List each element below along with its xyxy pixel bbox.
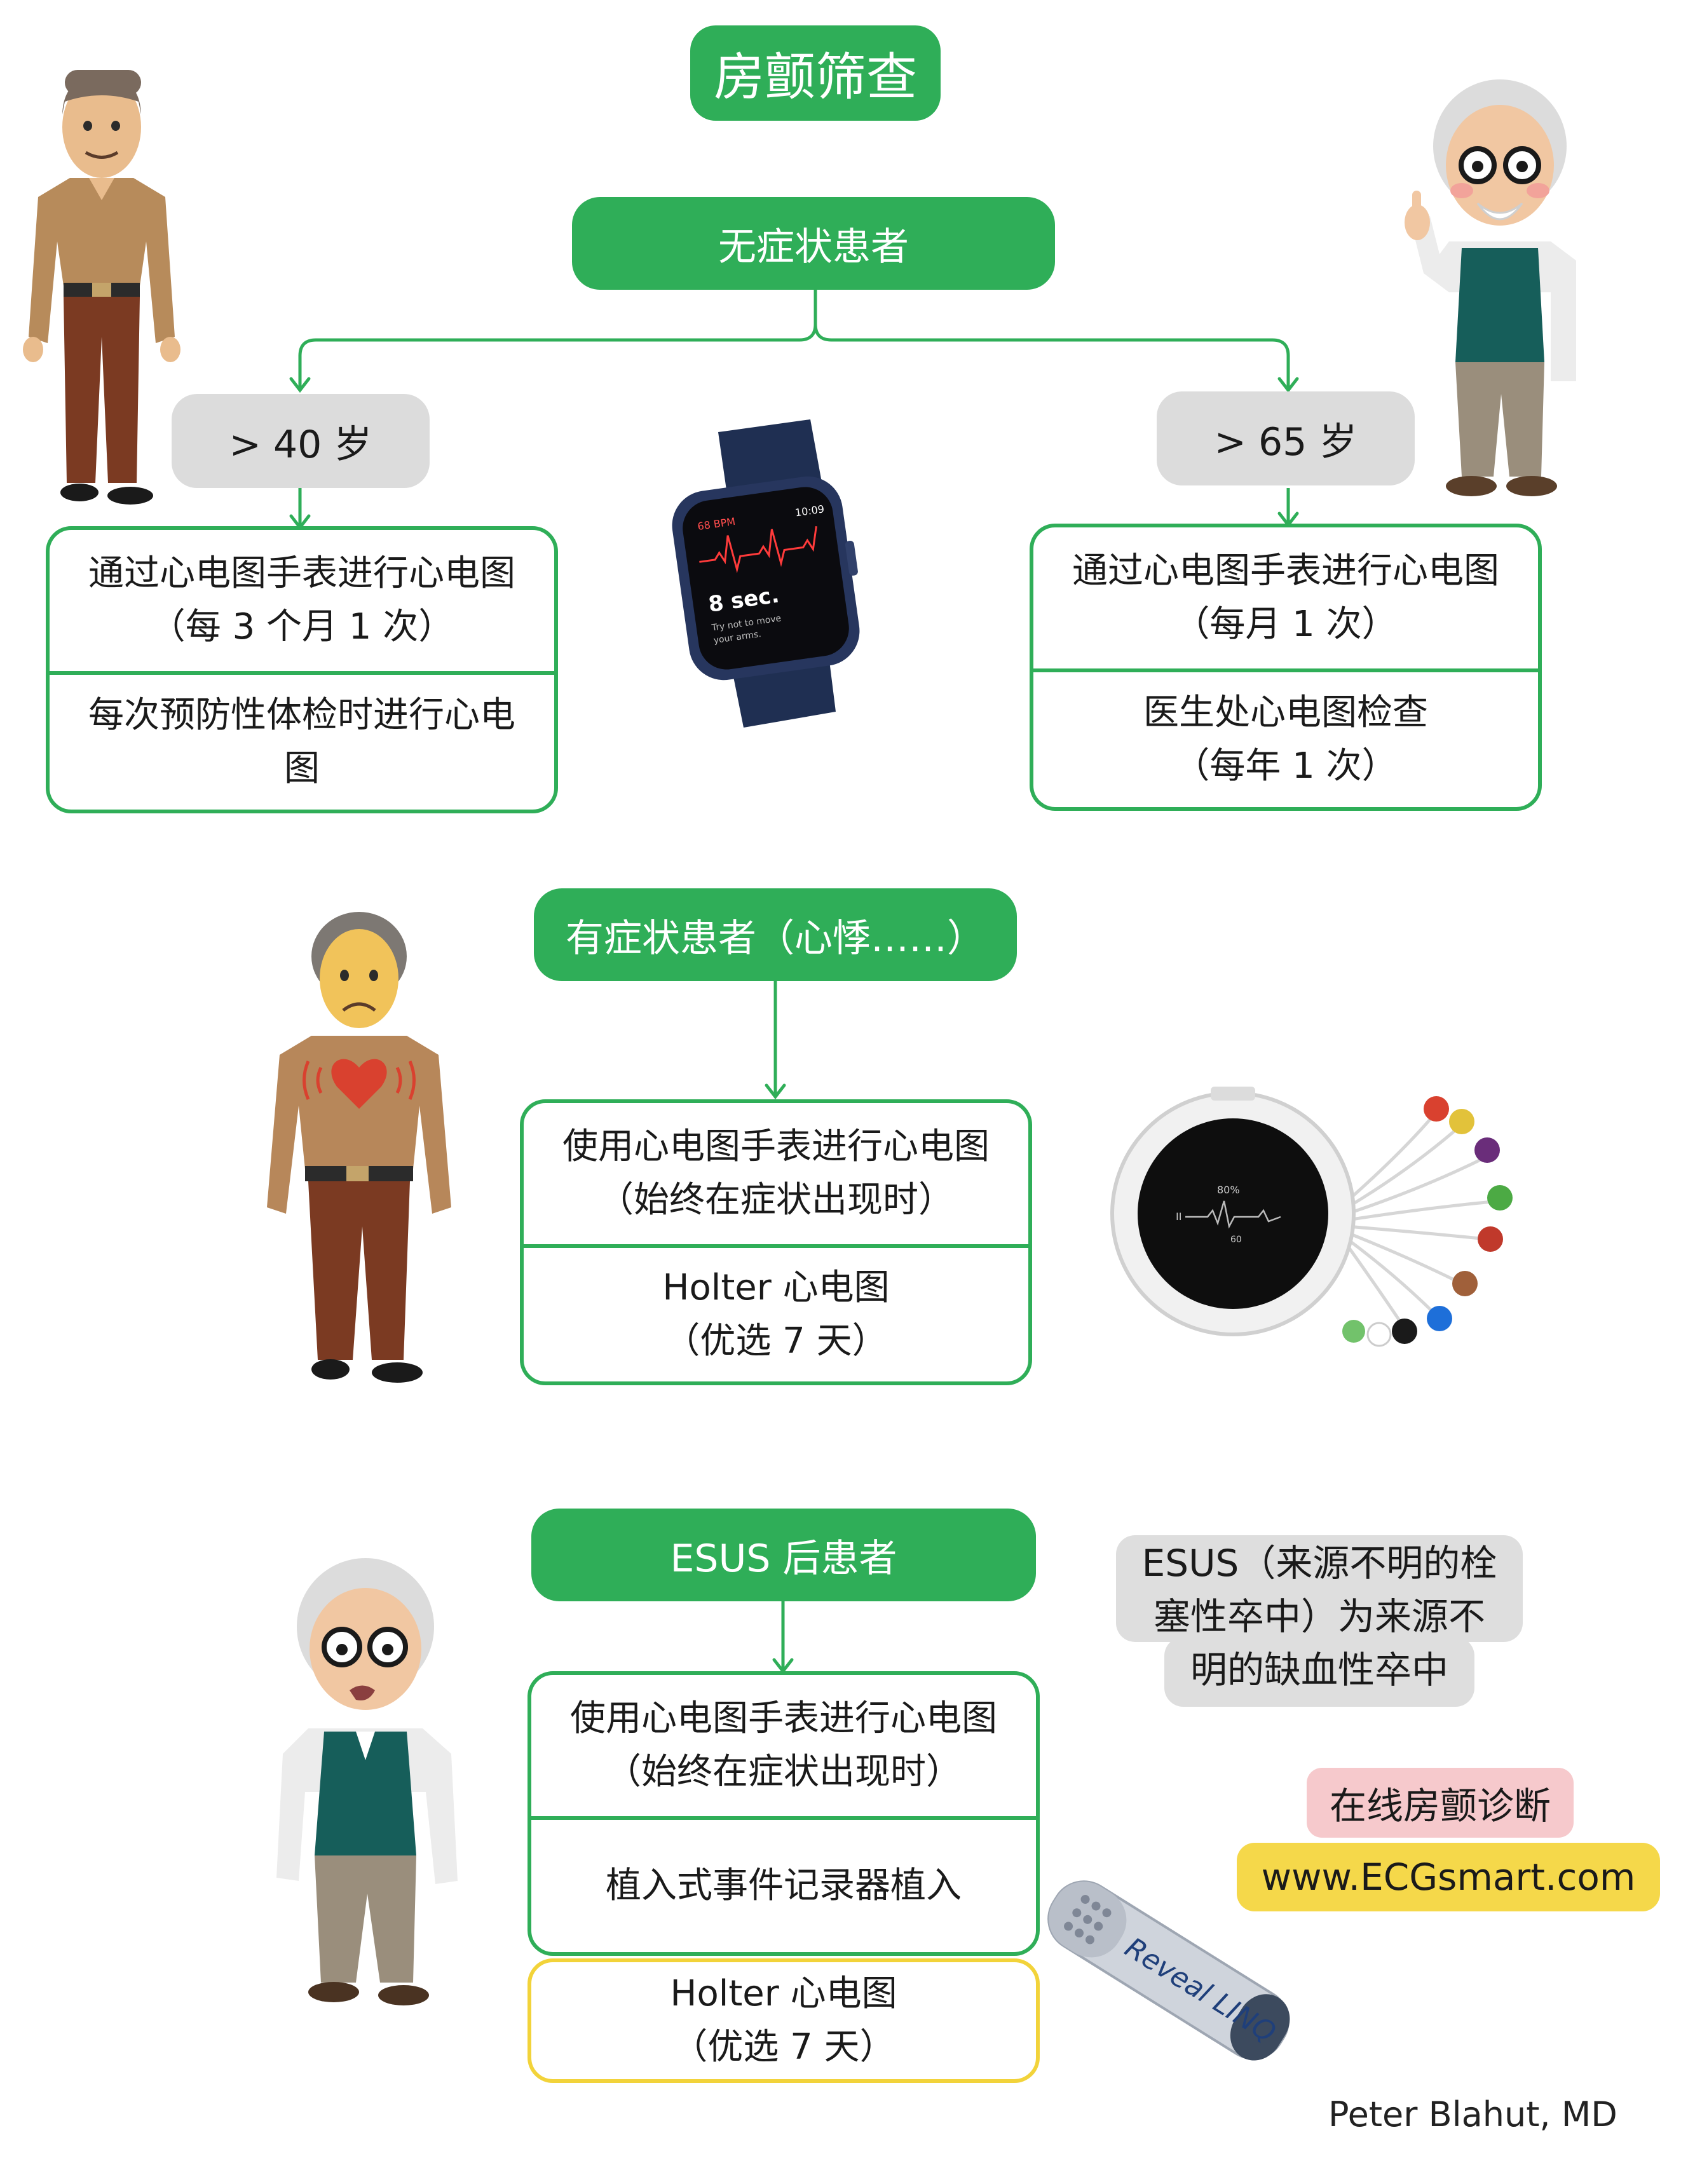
right-cell1-line2: （每月 1 次） [1174, 604, 1398, 645]
left-watch-ecg-cell: 通过心电图手表进行心电图 （每 3 个月 1 次） [50, 530, 554, 671]
left-checkup-ecg-cell: 每次预防性体检时进行心电 图 [50, 675, 554, 810]
symptomatic-box: 使用心电图手表进行心电图 （始终在症状出现时） Holter 心电图 （优选 7… [520, 1099, 1032, 1385]
esus-box-divider [531, 1816, 1036, 1820]
holter-lead-text: II [1176, 1211, 1181, 1223]
symptomatic-cell2-line2: （优选 7 天） [664, 1320, 888, 1362]
reveal-linq-implant-icon: Reveal LINQ [1047, 1880, 1290, 2061]
middle-aged-man-icon [23, 70, 180, 505]
online-url-text[interactable]: www.ECGsmart.com [1261, 1855, 1636, 1899]
left-cell1-line2: （每 3 个月 1 次） [149, 606, 454, 648]
left-cell1-line1: 通过心电图手表进行心电图 [88, 553, 515, 594]
right-watch-ecg-cell: 通过心电图手表进行心电图 （每月 1 次） [1033, 527, 1538, 668]
right-cell1-line1: 通过心电图手表进行心电图 [1072, 550, 1499, 592]
symptomatic-header: 有症状患者（心悸……） [534, 888, 1017, 981]
left-cell2-line1: 每次预防性体检时进行心电 [88, 695, 515, 736]
holter-monitor-icon: 80% II 60 [1110, 1087, 1513, 1347]
esus-note-bottom [1164, 1637, 1474, 1707]
esus-cell2-text: 植入式事件记录器植入 [606, 1865, 962, 1906]
right-cell2-line2: （每年 1 次） [1174, 745, 1398, 787]
esus-note-line3: 明的缺血性卒中 [1190, 1648, 1448, 1692]
esus-implant-cell: 植入式事件记录器植入 [531, 1820, 1036, 1952]
asymptomatic-header-text: 无症状患者 [718, 224, 909, 269]
right-screening-box: 通过心电图手表进行心电图 （每月 1 次） 医生处心电图检查 （每年 1 次） [1030, 524, 1542, 811]
online-diagnosis-label: 在线房颤诊断 [1307, 1768, 1574, 1838]
left-box-divider [50, 671, 554, 675]
esus-cell1-line2: （始终在症状出现时） [606, 1751, 962, 1793]
symptomatic-connector [765, 981, 786, 1100]
symptomatic-holter-cell: Holter 心电图 （优选 7 天） [524, 1248, 1028, 1381]
right-doctor-ecg-cell: 医生处心电图检查 （每年 1 次） [1033, 672, 1538, 807]
online-diagnosis-text: 在线房颤诊断 [1329, 1784, 1551, 1828]
right-cell2-line1: 医生处心电图检查 [1143, 692, 1428, 733]
esus-holter-cell: Holter 心电图 （优选 7 天） [531, 1962, 1036, 2079]
esus-header-text: ESUS 后患者 [670, 1536, 897, 1581]
holter-hr-text: 60 [1230, 1235, 1242, 1245]
esus-note-line2: 塞性卒中）为来源不 [1153, 1595, 1485, 1638]
asymptomatic-connectors [289, 290, 1299, 531]
esus-box: 使用心电图手表进行心电图 （始终在症状出现时） 植入式事件记录器植入 [528, 1671, 1040, 1956]
esus-header: ESUS 后患者 [531, 1509, 1036, 1601]
esus-note: ESUS（来源不明的栓 塞性卒中）为来源不 明的缺血性卒中 [1116, 1536, 1523, 1697]
symptomatic-box-divider [524, 1244, 1028, 1248]
left-cell2-line2: 图 [284, 748, 320, 789]
left-screening-box: 通过心电图手表进行心电图 （每 3 个月 1 次） 每次预防性体检时进行心电 图 [46, 526, 558, 813]
man-chest-pain-icon [267, 912, 451, 1383]
esus-holter-box: Holter 心电图 （优选 7 天） [528, 1958, 1040, 2083]
elderly-man-sick-icon [276, 1558, 458, 2005]
age-65-text: > 65 岁 [1214, 419, 1358, 465]
symptomatic-header-text: 有症状患者（心悸……） [566, 916, 985, 961]
asymptomatic-header: 无症状患者 [572, 197, 1055, 290]
author-text: Peter Blahut, MD [1328, 2094, 1617, 2134]
esus-note-top [1116, 1535, 1523, 1642]
symptomatic-cell1-line1: 使用心电图手表进行心电图 [562, 1126, 990, 1167]
symptomatic-watch-cell: 使用心电图手表进行心电图 （始终在症状出现时） [524, 1103, 1028, 1244]
ecg-smartwatch-icon: 68 BPM 10:09 8 sec. Try not to move your… [672, 419, 860, 728]
esus-cell1-line1: 使用心电图手表进行心电图 [570, 1698, 997, 1739]
age-40-text: > 40 岁 [229, 422, 372, 467]
author-credit: Peter Blahut, MD [1328, 2094, 1617, 2134]
page-title-text: 房颤筛查 [714, 48, 917, 107]
elderly-man-thumbs-up-icon [1405, 79, 1576, 496]
online-url-link[interactable]: www.ECGsmart.com [1237, 1843, 1660, 1911]
esus-note-line1: ESUS（来源不明的栓 [1141, 1542, 1497, 1585]
right-box-divider [1033, 668, 1538, 672]
esus-watch-cell: 使用心电图手表进行心电图 （始终在症状出现时） [531, 1675, 1036, 1816]
symptomatic-cell1-line2: （始终在症状出现时） [598, 1179, 954, 1221]
esus-cell3-line1: Holter 心电图 [670, 1973, 897, 2014]
holter-battery-text: 80% [1217, 1184, 1240, 1196]
esus-cell3-line2: （优选 7 天） [672, 2026, 895, 2068]
age-65-badge: > 65 岁 [1157, 391, 1415, 485]
symptomatic-cell2-line1: Holter 心电图 [662, 1267, 890, 1308]
age-40-badge: > 40 岁 [172, 394, 430, 488]
page-title: 房颤筛查 [690, 25, 941, 121]
